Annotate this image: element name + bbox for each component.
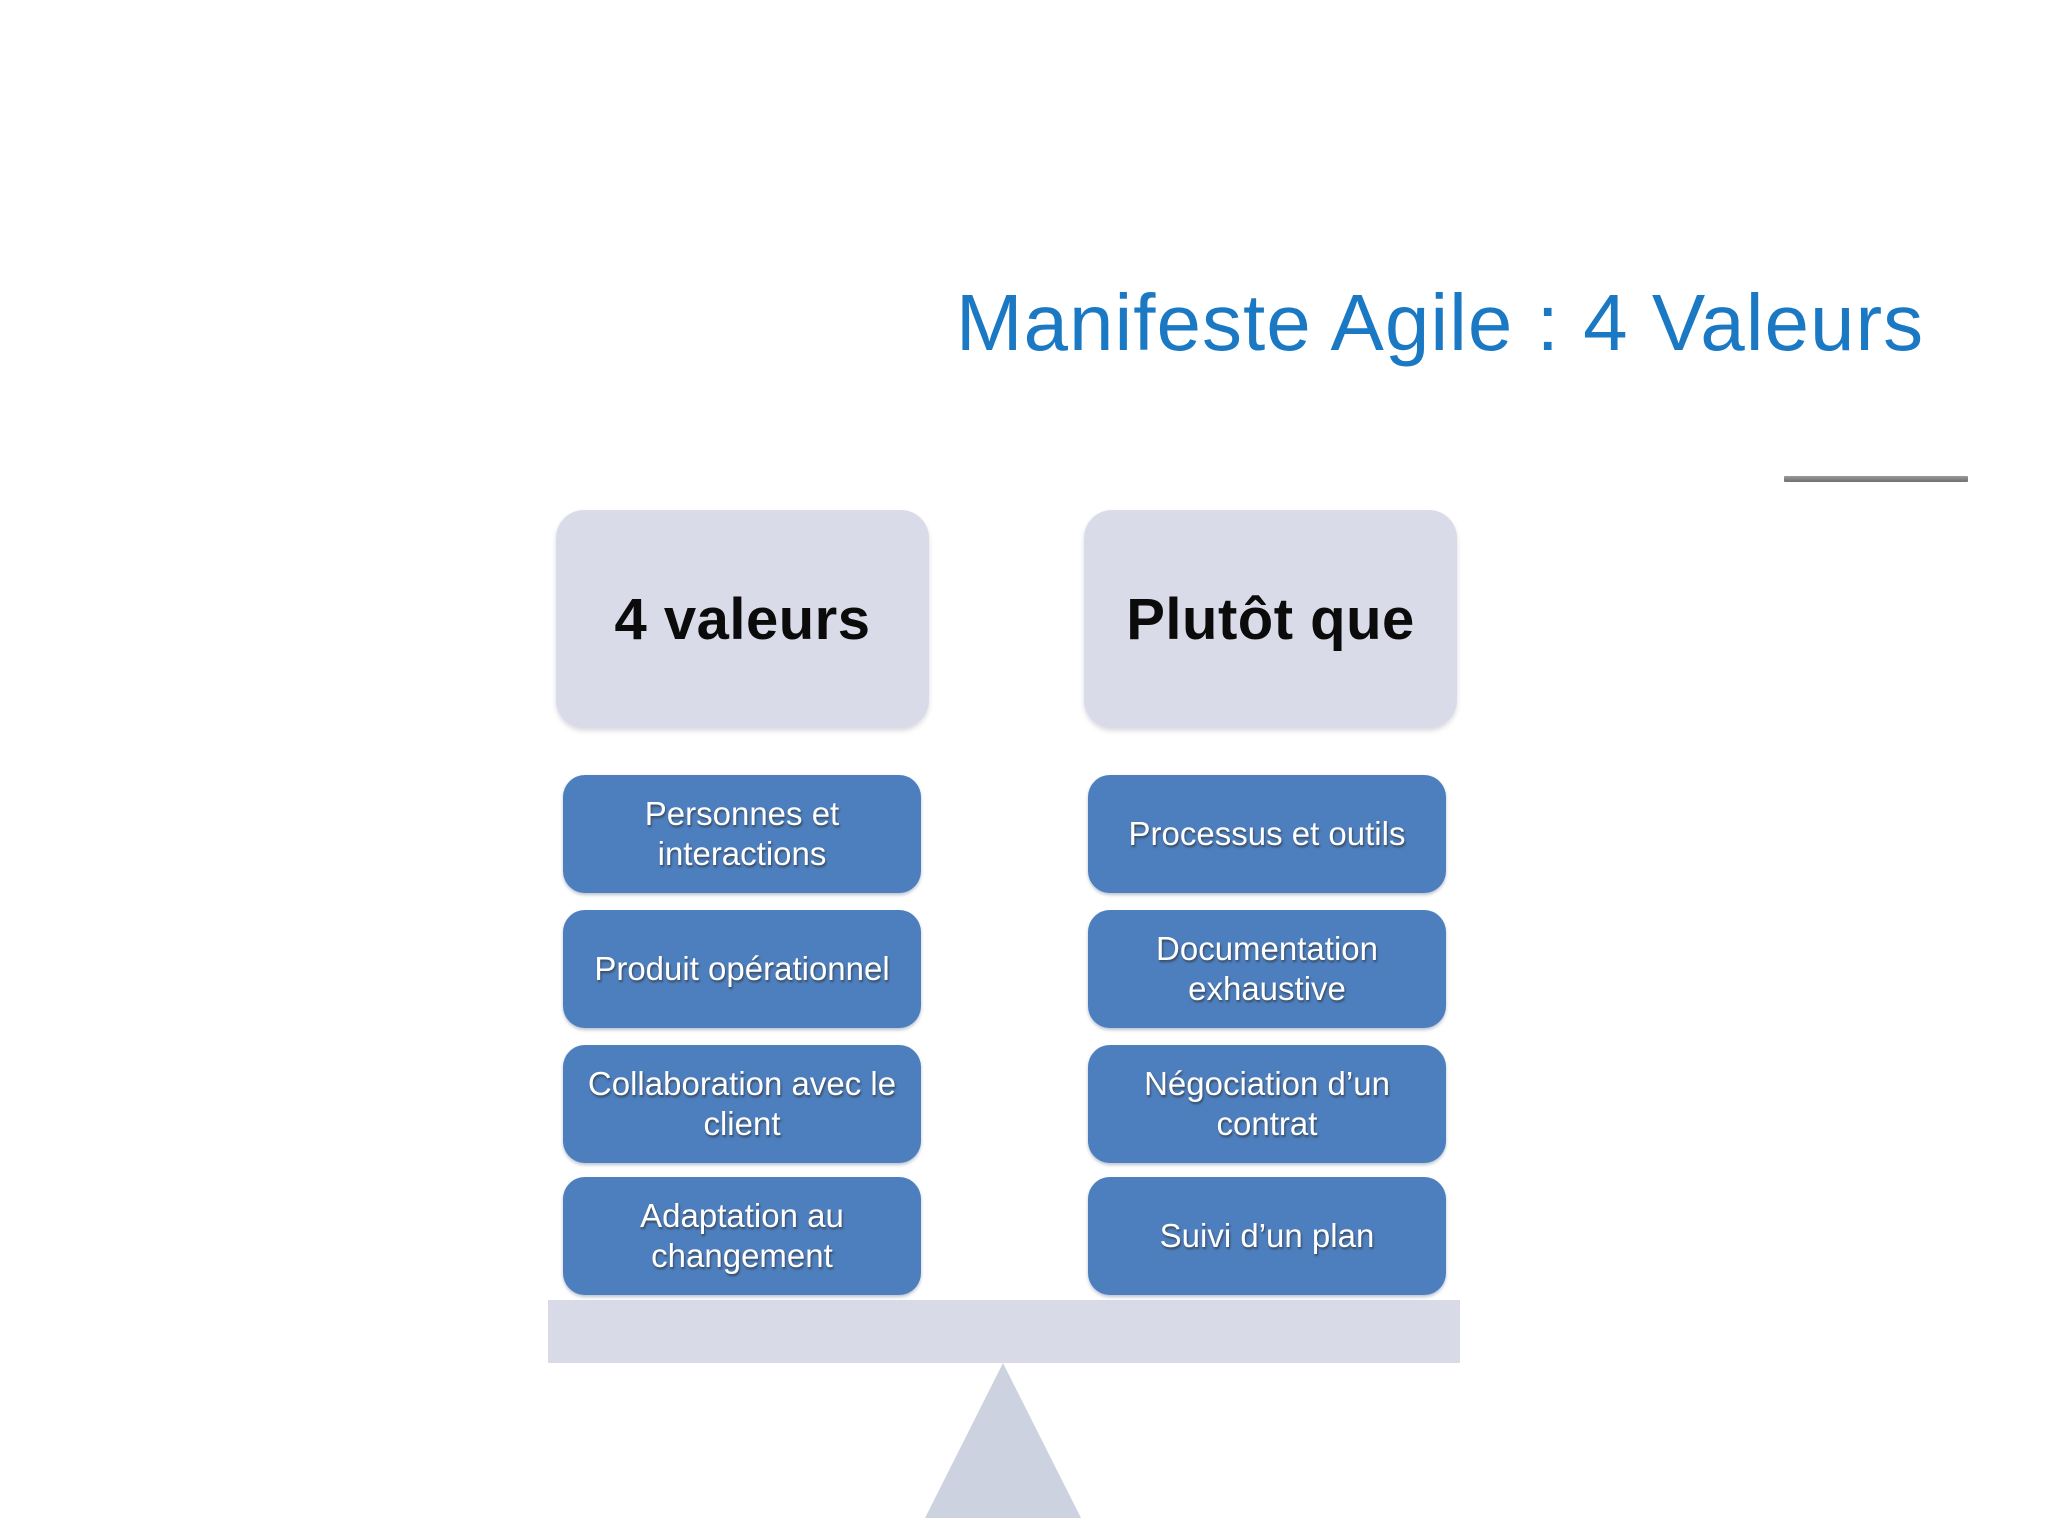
value-box-personnes-et-interactions: Personnes et interactions	[563, 775, 921, 893]
right-column-header-label: Plutôt que	[1126, 586, 1415, 652]
right-column-header-box: Plutôt que	[1084, 510, 1457, 728]
decorative-line	[1784, 476, 1968, 482]
value-box-suivi-dun-plan: Suivi d’un plan	[1088, 1177, 1446, 1295]
left-column-header-box: 4 valeurs	[556, 510, 929, 728]
left-column-header-label: 4 valeurs	[614, 586, 871, 652]
value-label: Adaptation au changement	[640, 1196, 844, 1274]
value-box-collaboration-avec-le-client: Collaboration avec le client	[563, 1045, 921, 1163]
value-label: Documentation exhaustive	[1156, 929, 1378, 1007]
value-label: Produit opérationnel	[594, 949, 890, 987]
value-box-processus-et-outils: Processus et outils	[1088, 775, 1446, 893]
value-label: Personnes et interactions	[644, 794, 840, 872]
balance-fulcrum-triangle	[925, 1363, 1081, 1518]
value-box-adaptation-au-changement: Adaptation au changement	[563, 1177, 921, 1295]
value-box-documentation-exhaustive: Documentation exhaustive	[1088, 910, 1446, 1028]
value-box-negociation-dun-contrat: Négociation d’un contrat	[1088, 1045, 1446, 1163]
page-title: Manifeste Agile : 4 Valeurs	[955, 278, 1925, 367]
value-label: Suivi d’un plan	[1159, 1216, 1375, 1254]
value-label: Collaboration avec le client	[587, 1064, 897, 1142]
value-label: Négociation d’un contrat	[1144, 1064, 1390, 1142]
value-label: Processus et outils	[1128, 814, 1406, 852]
balance-beam	[548, 1300, 1460, 1363]
value-box-produit-operationnel: Produit opérationnel	[563, 910, 921, 1028]
